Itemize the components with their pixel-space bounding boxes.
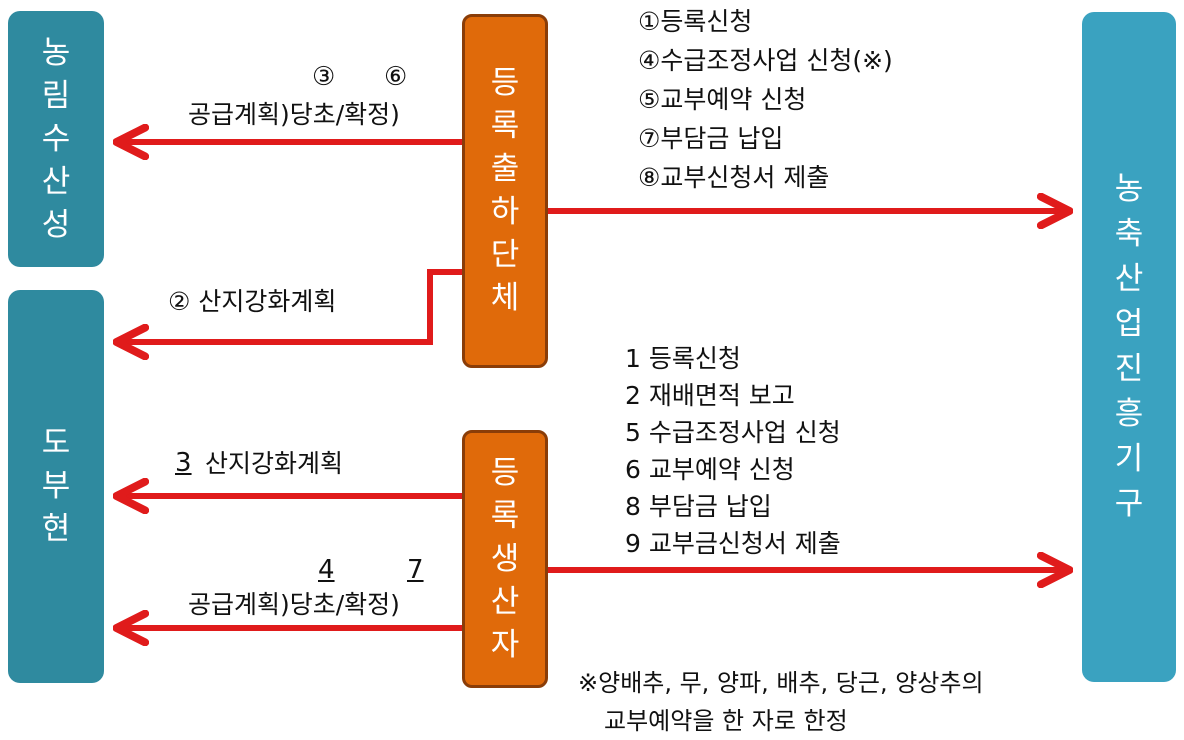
- footnote: ※양배추, 무, 양파, 배추, 당근, 양상추의 교부예약을 한 자로 한정: [578, 664, 984, 740]
- agency-char: 축: [1114, 216, 1144, 252]
- shipper-step: ⑤교부예약 신청: [638, 85, 807, 114]
- producer-step: 6 교부예약 신청: [625, 455, 795, 484]
- shipper-step: ①등록신청: [638, 7, 753, 36]
- agency-char: 진: [1114, 351, 1144, 387]
- shipper-step: ⑧교부신청서 제출: [638, 163, 830, 192]
- shipper-char: 하: [490, 194, 520, 230]
- agency-char: 업: [1114, 306, 1144, 342]
- producer-char: 록: [490, 497, 520, 534]
- shipper-char: 단: [490, 237, 520, 273]
- agency-char: 기: [1114, 441, 1144, 477]
- label-supply-plan-2: 공급계획)당초/확정): [188, 590, 400, 619]
- shipper-steps-list: ①등록신청 ④수급조정사업 신청(※) ⑤교부예약 신청 ⑦부담금 납입 ⑧교부…: [638, 2, 893, 197]
- producer-step: 1 등록신청: [625, 344, 741, 373]
- step-number-3-producer: 3: [175, 448, 192, 478]
- prefecture-char: 현: [41, 511, 71, 547]
- step-number-4-producer: 4: [318, 555, 335, 585]
- footnote-line-1: ※양배추, 무, 양파, 배추, 당근, 양상추의: [578, 669, 984, 697]
- arrow-shipper-to-prefecture: [120, 269, 462, 342]
- producer-step: 5 수급조정사업 신청: [625, 418, 841, 447]
- agency-char: 농: [1114, 171, 1144, 207]
- prefecture-char: 도: [41, 425, 71, 461]
- producer-step: 2 재배면적 보고: [625, 381, 795, 410]
- label-supply-plan-1: 공급계획)당초/확정): [188, 100, 400, 129]
- producer-char: 등: [490, 454, 520, 491]
- agency-char: 구: [1114, 486, 1144, 522]
- shipper-char: 출: [490, 151, 520, 187]
- producer-step: 8 부담금 납입: [625, 492, 772, 521]
- label-region-plan-1: ② 산지강화계획: [168, 287, 337, 316]
- shipper-char: 등: [490, 65, 520, 101]
- agency-char: 흥: [1114, 396, 1144, 432]
- producer-char: 자: [490, 626, 520, 663]
- step-number-7-producer: 7: [407, 555, 424, 585]
- producer-char: 산: [490, 583, 520, 620]
- ministry-char: 수: [41, 120, 71, 157]
- producer-step: 9 교부금신청서 제출: [625, 529, 841, 558]
- shipper-char: 체: [490, 280, 520, 316]
- producer-char: 생: [490, 540, 520, 577]
- label-region-plan-2: 산지강화계획: [205, 449, 344, 478]
- ministry-char: 산: [41, 163, 71, 200]
- shipper-step: ⑦부담금 납입: [638, 124, 784, 153]
- prefecture-char: 부: [41, 468, 71, 504]
- ministry-char: 림: [41, 77, 71, 114]
- shipper-step: ④수급조정사업 신청(※): [638, 46, 893, 75]
- ministry-char: 농: [41, 34, 71, 71]
- producer-steps-list: 1 등록신청 2 재배면적 보고 5 수급조정사업 신청 6 교부예약 신청 8…: [625, 340, 841, 562]
- agency-char: 산: [1114, 261, 1144, 297]
- ministry-char: 성: [41, 206, 71, 243]
- footnote-line-2: 교부예약을 한 자로 한정: [604, 707, 848, 735]
- shipper-char: 록: [490, 108, 520, 144]
- step-number-6: ⑥: [384, 62, 408, 92]
- step-number-3: ③: [312, 62, 336, 92]
